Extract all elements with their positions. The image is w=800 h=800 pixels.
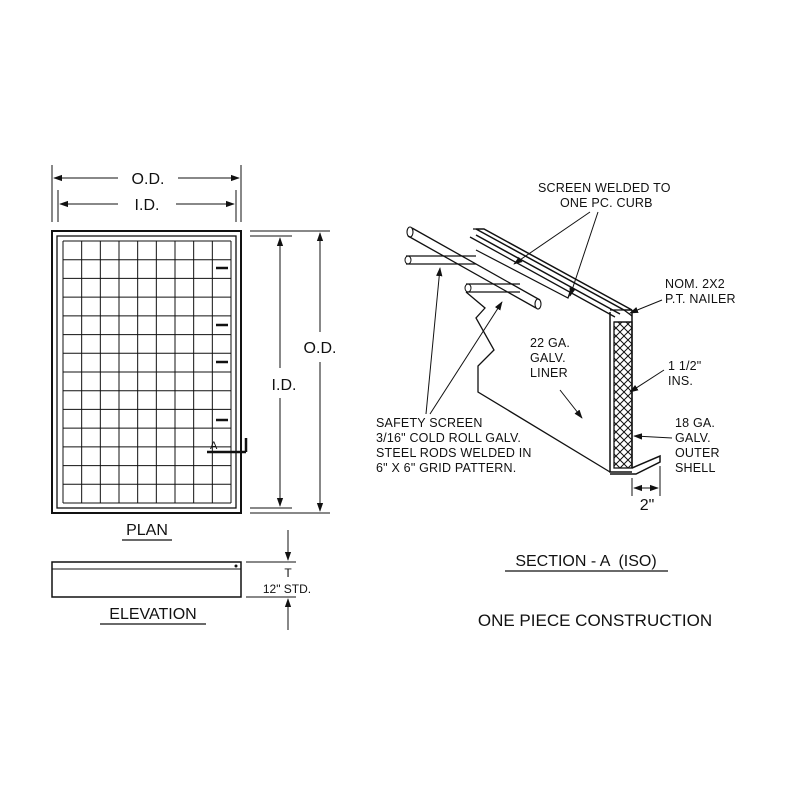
callout-insulation-line1: 1 1/2" (668, 359, 701, 373)
elevation-outline (51, 561, 242, 598)
construction-note: ONE PIECE CONSTRUCTION (478, 611, 712, 630)
plan-od-vertical-label: O.D. (304, 340, 337, 357)
section-title: SECTION - A (ISO) (515, 553, 656, 570)
plan-inner-frame (56, 235, 237, 509)
callout-safety-screen-line4: 6" X 6" GRID PATTERN. (376, 461, 516, 475)
callout-outer-shell-line2: GALV. (675, 431, 711, 445)
plan-view: O.D. I.D. A I.D. O.D. PLAN (51, 165, 337, 541)
callout-safety-screen-line3: STEEL RODS WELDED IN (376, 446, 532, 460)
callout-outer-shell-line3: OUTER (675, 446, 720, 460)
section-width-dim-label: 2" (640, 497, 655, 514)
callout-liner-line1: 22 GA. (530, 336, 570, 350)
plan-title: PLAN (126, 522, 168, 539)
callout-insulation-line2: INS. (668, 374, 693, 388)
section-insulation (613, 321, 633, 469)
elevation-view: T 12" STD. ELEVATION (51, 530, 311, 630)
plan-id-vertical-label: I.D. (272, 377, 297, 394)
callout-screen-welded-line2: ONE PC. CURB (560, 196, 653, 210)
callout-outer-shell-line4: SHELL (675, 461, 716, 475)
plan-id-horizontal-label: I.D. (135, 197, 160, 214)
callout-outer-shell-line1: 18 GA. (675, 416, 715, 430)
elevation-std-label: 12" STD. (263, 582, 311, 596)
callout-screen-welded-line1: SCREEN WELDED TO (538, 181, 671, 195)
callout-liner-line2: GALV. (530, 351, 566, 365)
plan-outer-frame (51, 230, 242, 514)
plan-od-horizontal-label: O.D. (132, 171, 165, 188)
section-a-iso-view: SCREEN WELDED TO ONE PC. CURB NOM. 2X2 P… (376, 181, 736, 572)
plan-safety-screen-grid (62, 240, 232, 504)
callout-nailer-line1: NOM. 2X2 (665, 277, 725, 291)
plan-section-marker-label: A (210, 440, 218, 452)
callout-safety-screen-line1: SAFETY SCREEN (376, 416, 483, 430)
elevation-t-label: T (284, 566, 292, 580)
elevation-title: ELEVATION (109, 606, 196, 623)
plan-section-cut-marker: A (207, 438, 248, 454)
section-screen-rods (404, 226, 571, 310)
callout-nailer-line2: P.T. NAILER (665, 292, 736, 306)
callout-safety-screen-line2: 3/16" COLD ROLL GALV. (376, 431, 521, 445)
callout-liner-line3: LINER (530, 366, 568, 380)
